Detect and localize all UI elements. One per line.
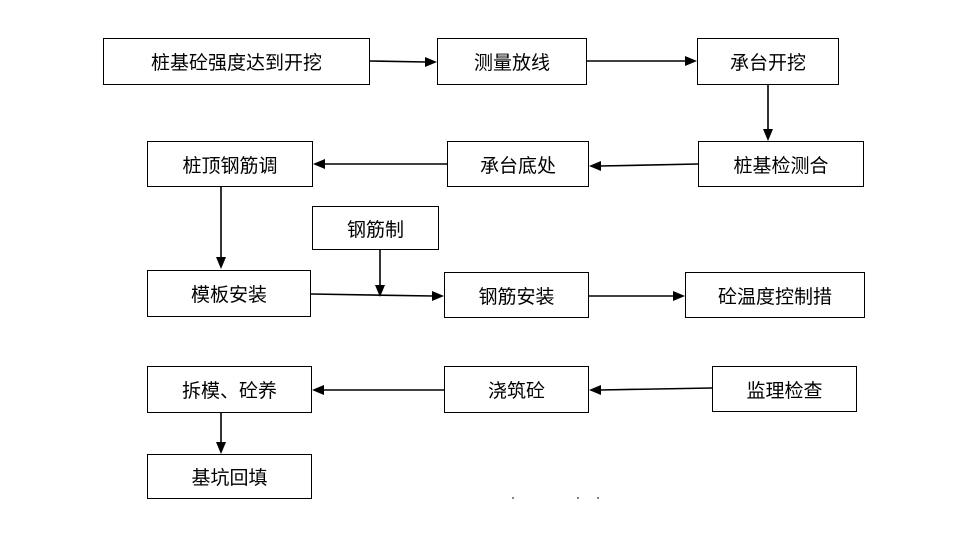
step-pour: 浇筑砼 — [444, 366, 589, 413]
arrowhead — [312, 385, 324, 395]
arrowhead — [425, 57, 437, 67]
arrow-supervision-to-pour — [599, 387, 713, 391]
arrowhead — [216, 257, 226, 269]
scan-speck — [577, 497, 579, 499]
step-cap-bottom: 承台底处 — [447, 141, 589, 187]
arrowhead — [685, 56, 697, 66]
step-demold-cure: 拆模、砼养 — [147, 366, 312, 413]
arrowhead — [763, 129, 773, 141]
step-pile-top-rebar: 桩顶钢筋调 — [147, 141, 313, 187]
arrow-formwork-to-rebar-install — [310, 293, 434, 297]
arrowhead — [432, 291, 444, 301]
step-formwork: 模板安装 — [147, 270, 311, 317]
arrow-pile-test-to-cap-bottom — [599, 163, 699, 167]
step-pile-strength: 桩基砼强度达到开挖 — [103, 38, 370, 85]
step-cap-excavation: 承台开挖 — [697, 38, 839, 85]
arrow-pile-strength-to-survey — [369, 60, 427, 63]
scan-speck — [597, 497, 599, 499]
step-temp-control: 砼温度控制措 — [685, 272, 865, 318]
step-rebar-install: 钢筋安装 — [444, 272, 589, 318]
arrowhead — [216, 442, 226, 454]
step-rebar-make: 钢筋制 — [312, 206, 439, 250]
arrowhead — [375, 285, 385, 297]
arrowhead — [313, 159, 325, 169]
scan-speck — [512, 497, 514, 499]
arrowhead — [589, 161, 601, 171]
arrowhead — [673, 291, 685, 301]
step-pile-test: 桩基检测合 — [698, 141, 864, 187]
step-backfill: 基坑回填 — [147, 454, 312, 499]
step-survey: 测量放线 — [437, 38, 587, 85]
step-supervision: 监理检查 — [712, 366, 857, 412]
arrowhead — [589, 385, 601, 395]
